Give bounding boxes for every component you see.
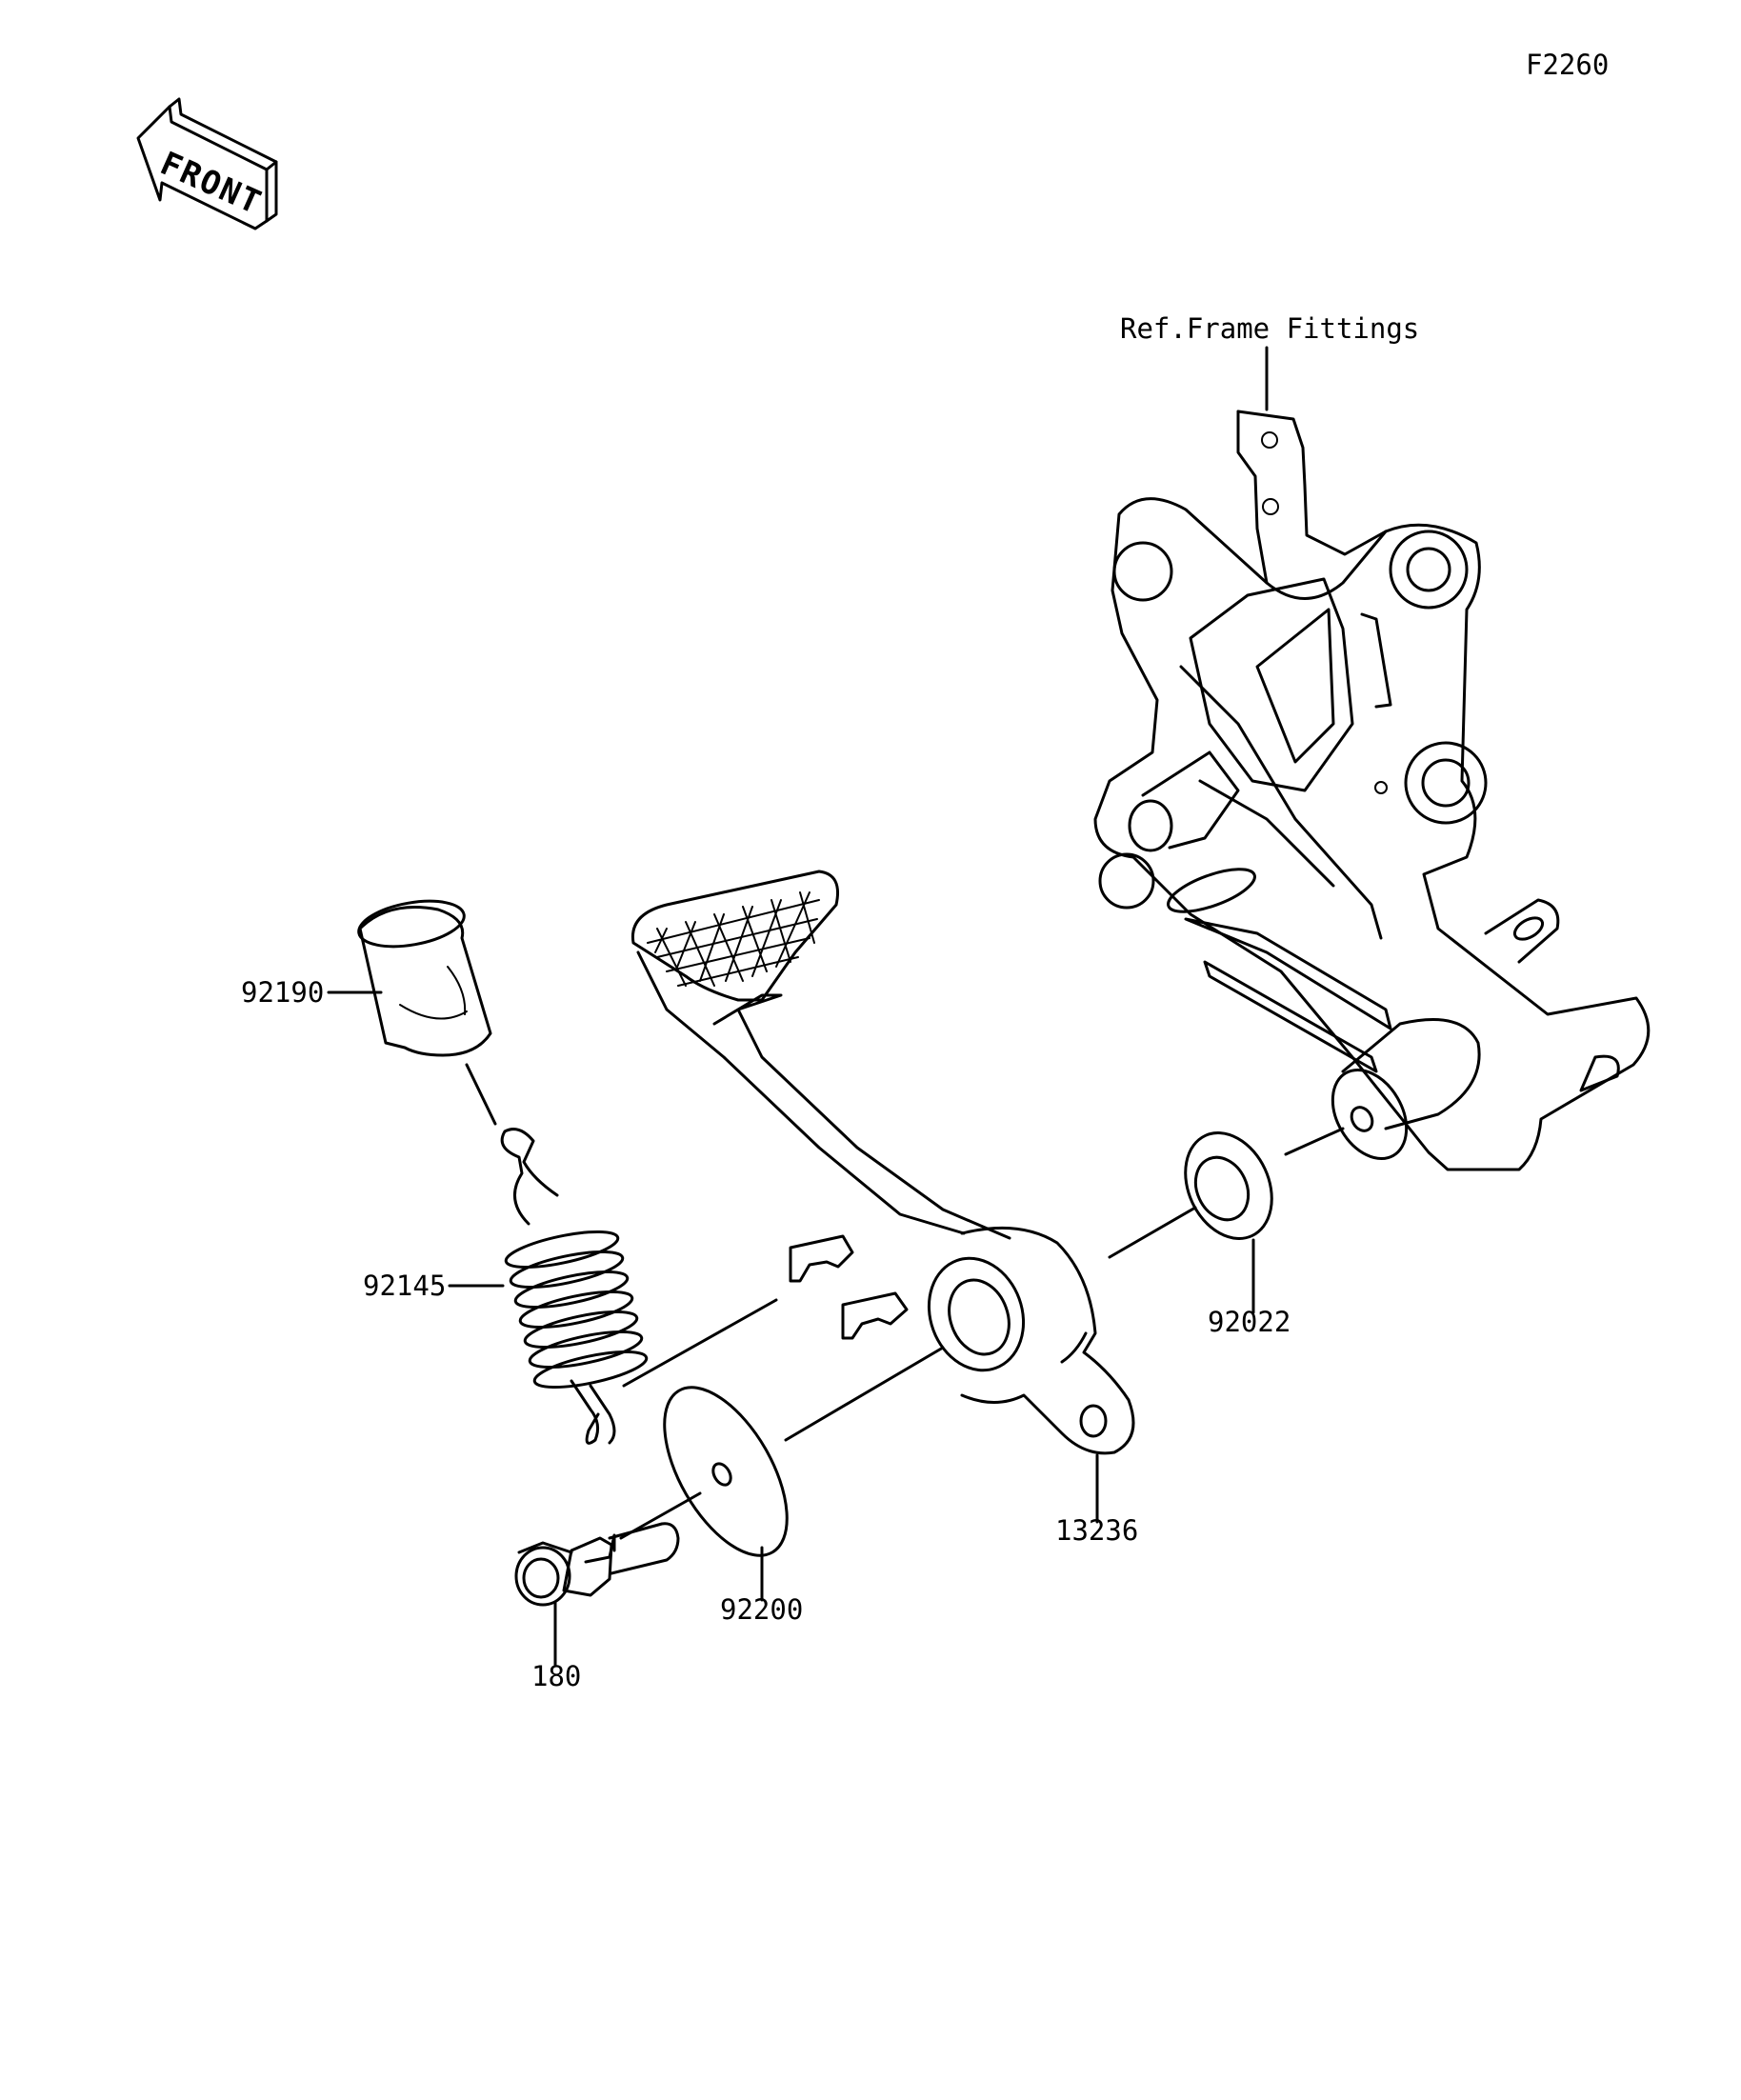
washer-92200 [663,1386,789,1602]
bolt-180 [514,1522,680,1667]
part-label-92200: 92200 [720,1593,803,1626]
part-label-13236: 13236 [1055,1514,1138,1547]
frame-bracket [1093,410,1651,1171]
part-label-180: 180 [531,1660,581,1692]
part-label-92145: 92145 [363,1270,446,1302]
spring-92145 [448,1128,649,1445]
part-label-92190: 92190 [241,976,324,1009]
figure-code: F2260 [1526,49,1609,81]
washer-92022 [1184,1131,1273,1314]
reference-note: Ref.Frame Fittings [1120,312,1419,345]
part-label-92022: 92022 [1208,1306,1291,1338]
cover-92190 [327,899,492,1057]
brake-pedal-13236 [630,870,1135,1524]
front-arrow-icon: FRONT [136,97,278,230]
